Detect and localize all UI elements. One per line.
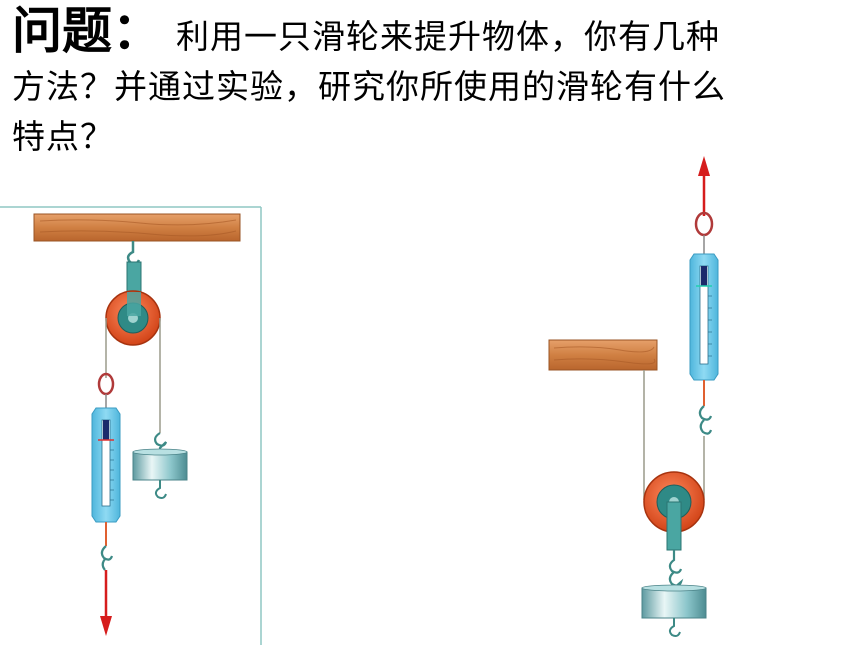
pull-up-arrow-icon bbox=[698, 156, 710, 216]
question-text-block: 问题：利用一只滑轮来提升物体，你有几种方法？并通过实验，研究你所使用的滑轮有什么… bbox=[12, 6, 752, 162]
pull-down-arrow-icon bbox=[100, 570, 112, 636]
top-ring-icon bbox=[694, 211, 714, 237]
pulley-weight-hook-icon bbox=[668, 550, 684, 589]
weight-right-bottom-hook-icon bbox=[668, 618, 681, 637]
scale-hook-icon bbox=[100, 545, 114, 571]
beam-hook-icon bbox=[126, 241, 141, 265]
question-body: 利用一只滑轮来提升物体，你有几种方法？并通过实验，研究你所使用的滑轮有什么特点？ bbox=[12, 17, 726, 156]
spring-scale-left bbox=[91, 407, 121, 523]
weight-right bbox=[641, 584, 707, 619]
question-title: 问题： bbox=[12, 2, 162, 60]
weight-left bbox=[132, 448, 188, 481]
side-beam bbox=[548, 339, 658, 371]
ceiling-beam bbox=[33, 213, 241, 242]
weight-hook-icon bbox=[153, 432, 168, 452]
spring-scale-right bbox=[689, 253, 719, 381]
weight-bottom-hook-icon bbox=[154, 480, 167, 499]
fixed-pulley-wheel bbox=[105, 290, 161, 346]
movable-pulley-bracket bbox=[666, 501, 682, 551]
fixed-pulley-figure bbox=[0, 206, 262, 645]
scale-bottom-hook-icon bbox=[698, 405, 713, 435]
movable-pulley-figure bbox=[548, 156, 719, 637]
